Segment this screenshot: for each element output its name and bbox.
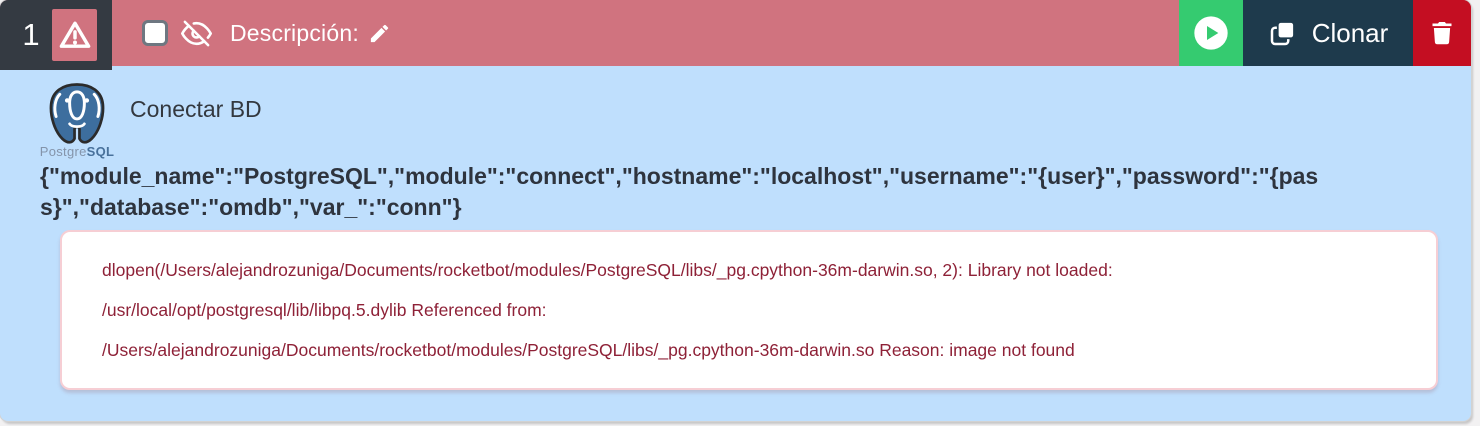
clone-step-button[interactable]: Clonar	[1243, 0, 1413, 66]
command-title: Conectar BD	[130, 96, 262, 122]
step-number-box[interactable]: 1	[0, 0, 112, 70]
eye-off-icon[interactable]	[181, 18, 212, 49]
module-logo: PostgreSQL	[34, 82, 120, 159]
command-header: 1 Descripción:	[0, 0, 1471, 70]
error-line: dlopen(/Users/alejandrozuniga/Documents/…	[102, 260, 1113, 280]
play-circle-icon	[1191, 13, 1231, 53]
postgresql-elephant-icon	[34, 82, 120, 146]
description-label: Descripción:	[230, 19, 359, 46]
select-step-checkbox[interactable]	[142, 20, 168, 46]
command-title-row[interactable]: PostgreSQL Conectar BD	[34, 82, 1431, 159]
clone-button-label: Clonar	[1311, 17, 1389, 48]
run-step-button[interactable]	[1179, 0, 1243, 66]
copy-icon	[1268, 18, 1298, 48]
error-line: /usr/local/opt/postgresql/lib/libpq.5.dy…	[102, 300, 547, 320]
module-logo-caption: PostgreSQL	[39, 144, 115, 159]
error-warning-button[interactable]	[52, 9, 97, 61]
error-message-box: dlopen(/Users/alejandrozuniga/Documents/…	[60, 230, 1438, 390]
edit-description-pencil-icon[interactable]	[368, 22, 391, 45]
step-number: 1	[22, 17, 40, 52]
command-params-json: {"module_name":"PostgreSQL","module":"co…	[40, 163, 1319, 220]
trash-icon	[1427, 18, 1457, 48]
error-line: /Users/alejandrozuniga/Documents/rocketb…	[102, 340, 1075, 360]
warning-triangle-icon	[59, 19, 91, 51]
delete-step-button[interactable]	[1413, 0, 1471, 66]
command-body[interactable]: PostgreSQL Conectar BD {"module_name":"P…	[0, 66, 1471, 390]
